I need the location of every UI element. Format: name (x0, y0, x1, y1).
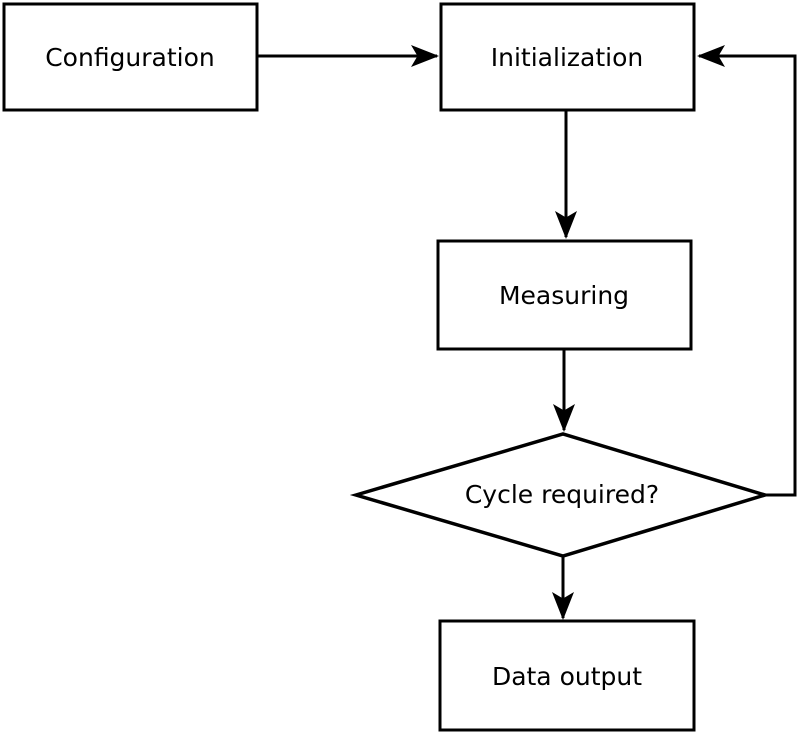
data-output-box (438, 619, 696, 732)
cycle-required-diamond (349, 432, 772, 558)
edge-cycle-required-loop-to-initialization (697, 45, 797, 497)
initialization-label: Initialization (491, 43, 643, 72)
node-cycle-required: Cycle required? (349, 432, 772, 558)
measuring-label: Measuring (499, 281, 629, 310)
configuration-label: Configuration (45, 43, 215, 72)
node-initialization: Initialization (439, 2, 696, 112)
cycle-required-label: Cycle required? (465, 480, 659, 509)
node-data-output: Data output (438, 619, 696, 732)
measuring-box (436, 239, 693, 351)
edges (257, 45, 797, 620)
node-configuration: Configuration (2, 2, 259, 112)
initialization-box (439, 2, 696, 112)
configuration-box (2, 2, 259, 112)
node-measuring: Measuring (436, 239, 693, 351)
data-output-label: Data output (492, 662, 642, 691)
